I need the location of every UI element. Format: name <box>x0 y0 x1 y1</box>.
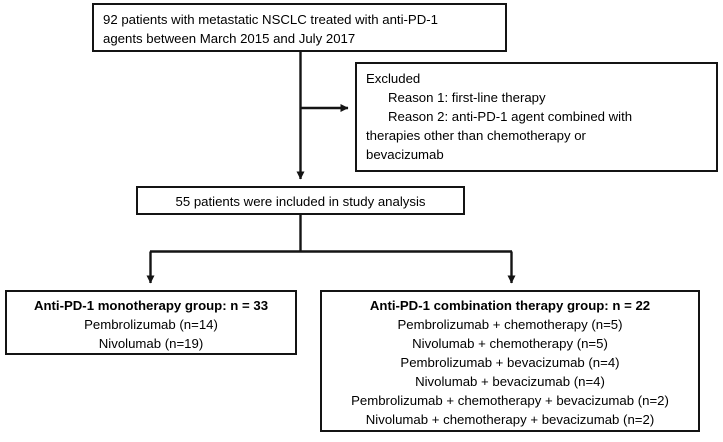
monotherapy-item-0: Pembrolizumab (n=14) <box>84 317 218 332</box>
combination-item-0: Pembrolizumab + chemotherapy (n=5) <box>397 317 623 332</box>
included-label: 55 patients were included in study analy… <box>175 194 426 209</box>
node-included: 55 patients were included in study analy… <box>136 186 465 215</box>
node-enrolled-cohort: 92 patients with metastatic NSCLC treate… <box>92 3 507 52</box>
node-excluded: Excluded Reason 1: first-line therapy Re… <box>355 62 718 172</box>
combination-item-2: Pembrolizumab + bevacizumab (n=4) <box>400 355 620 370</box>
excluded-reason-1: Reason 1: first-line therapy <box>388 90 546 105</box>
monotherapy-item-1: Nivolumab (n=19) <box>98 336 204 351</box>
excluded-heading: Excluded <box>366 71 421 86</box>
enrolled-line-1: 92 patients with metastatic NSCLC treate… <box>103 12 438 27</box>
node-combination-group: Anti-PD-1 combination therapy group: n =… <box>320 290 700 432</box>
combination-heading: Anti-PD-1 combination therapy group: n =… <box>369 298 651 313</box>
excluded-reason-2-cont-2: bevacizumab <box>366 147 444 162</box>
combination-item-4: Pembrolizumab + chemotherapy + bevacizum… <box>351 393 669 408</box>
combination-item-1: Nivolumab + chemotherapy (n=5) <box>412 336 608 351</box>
excluded-reason-2: Reason 2: anti-PD-1 agent combined with <box>388 109 633 124</box>
excluded-reason-2-cont-1: therapies other than chemotherapy or <box>366 128 586 143</box>
monotherapy-heading: Anti-PD-1 monotherapy group: n = 33 <box>33 298 269 313</box>
enrolled-line-2: agents between March 2015 and July 2017 <box>103 31 356 46</box>
combination-item-3: Nivolumab + bevacizumab (n=4) <box>415 374 605 389</box>
combination-item-5: Nivolumab + chemotherapy + bevacizumab (… <box>365 412 655 427</box>
node-monotherapy-group: Anti-PD-1 monotherapy group: n = 33 Pemb… <box>5 290 297 355</box>
